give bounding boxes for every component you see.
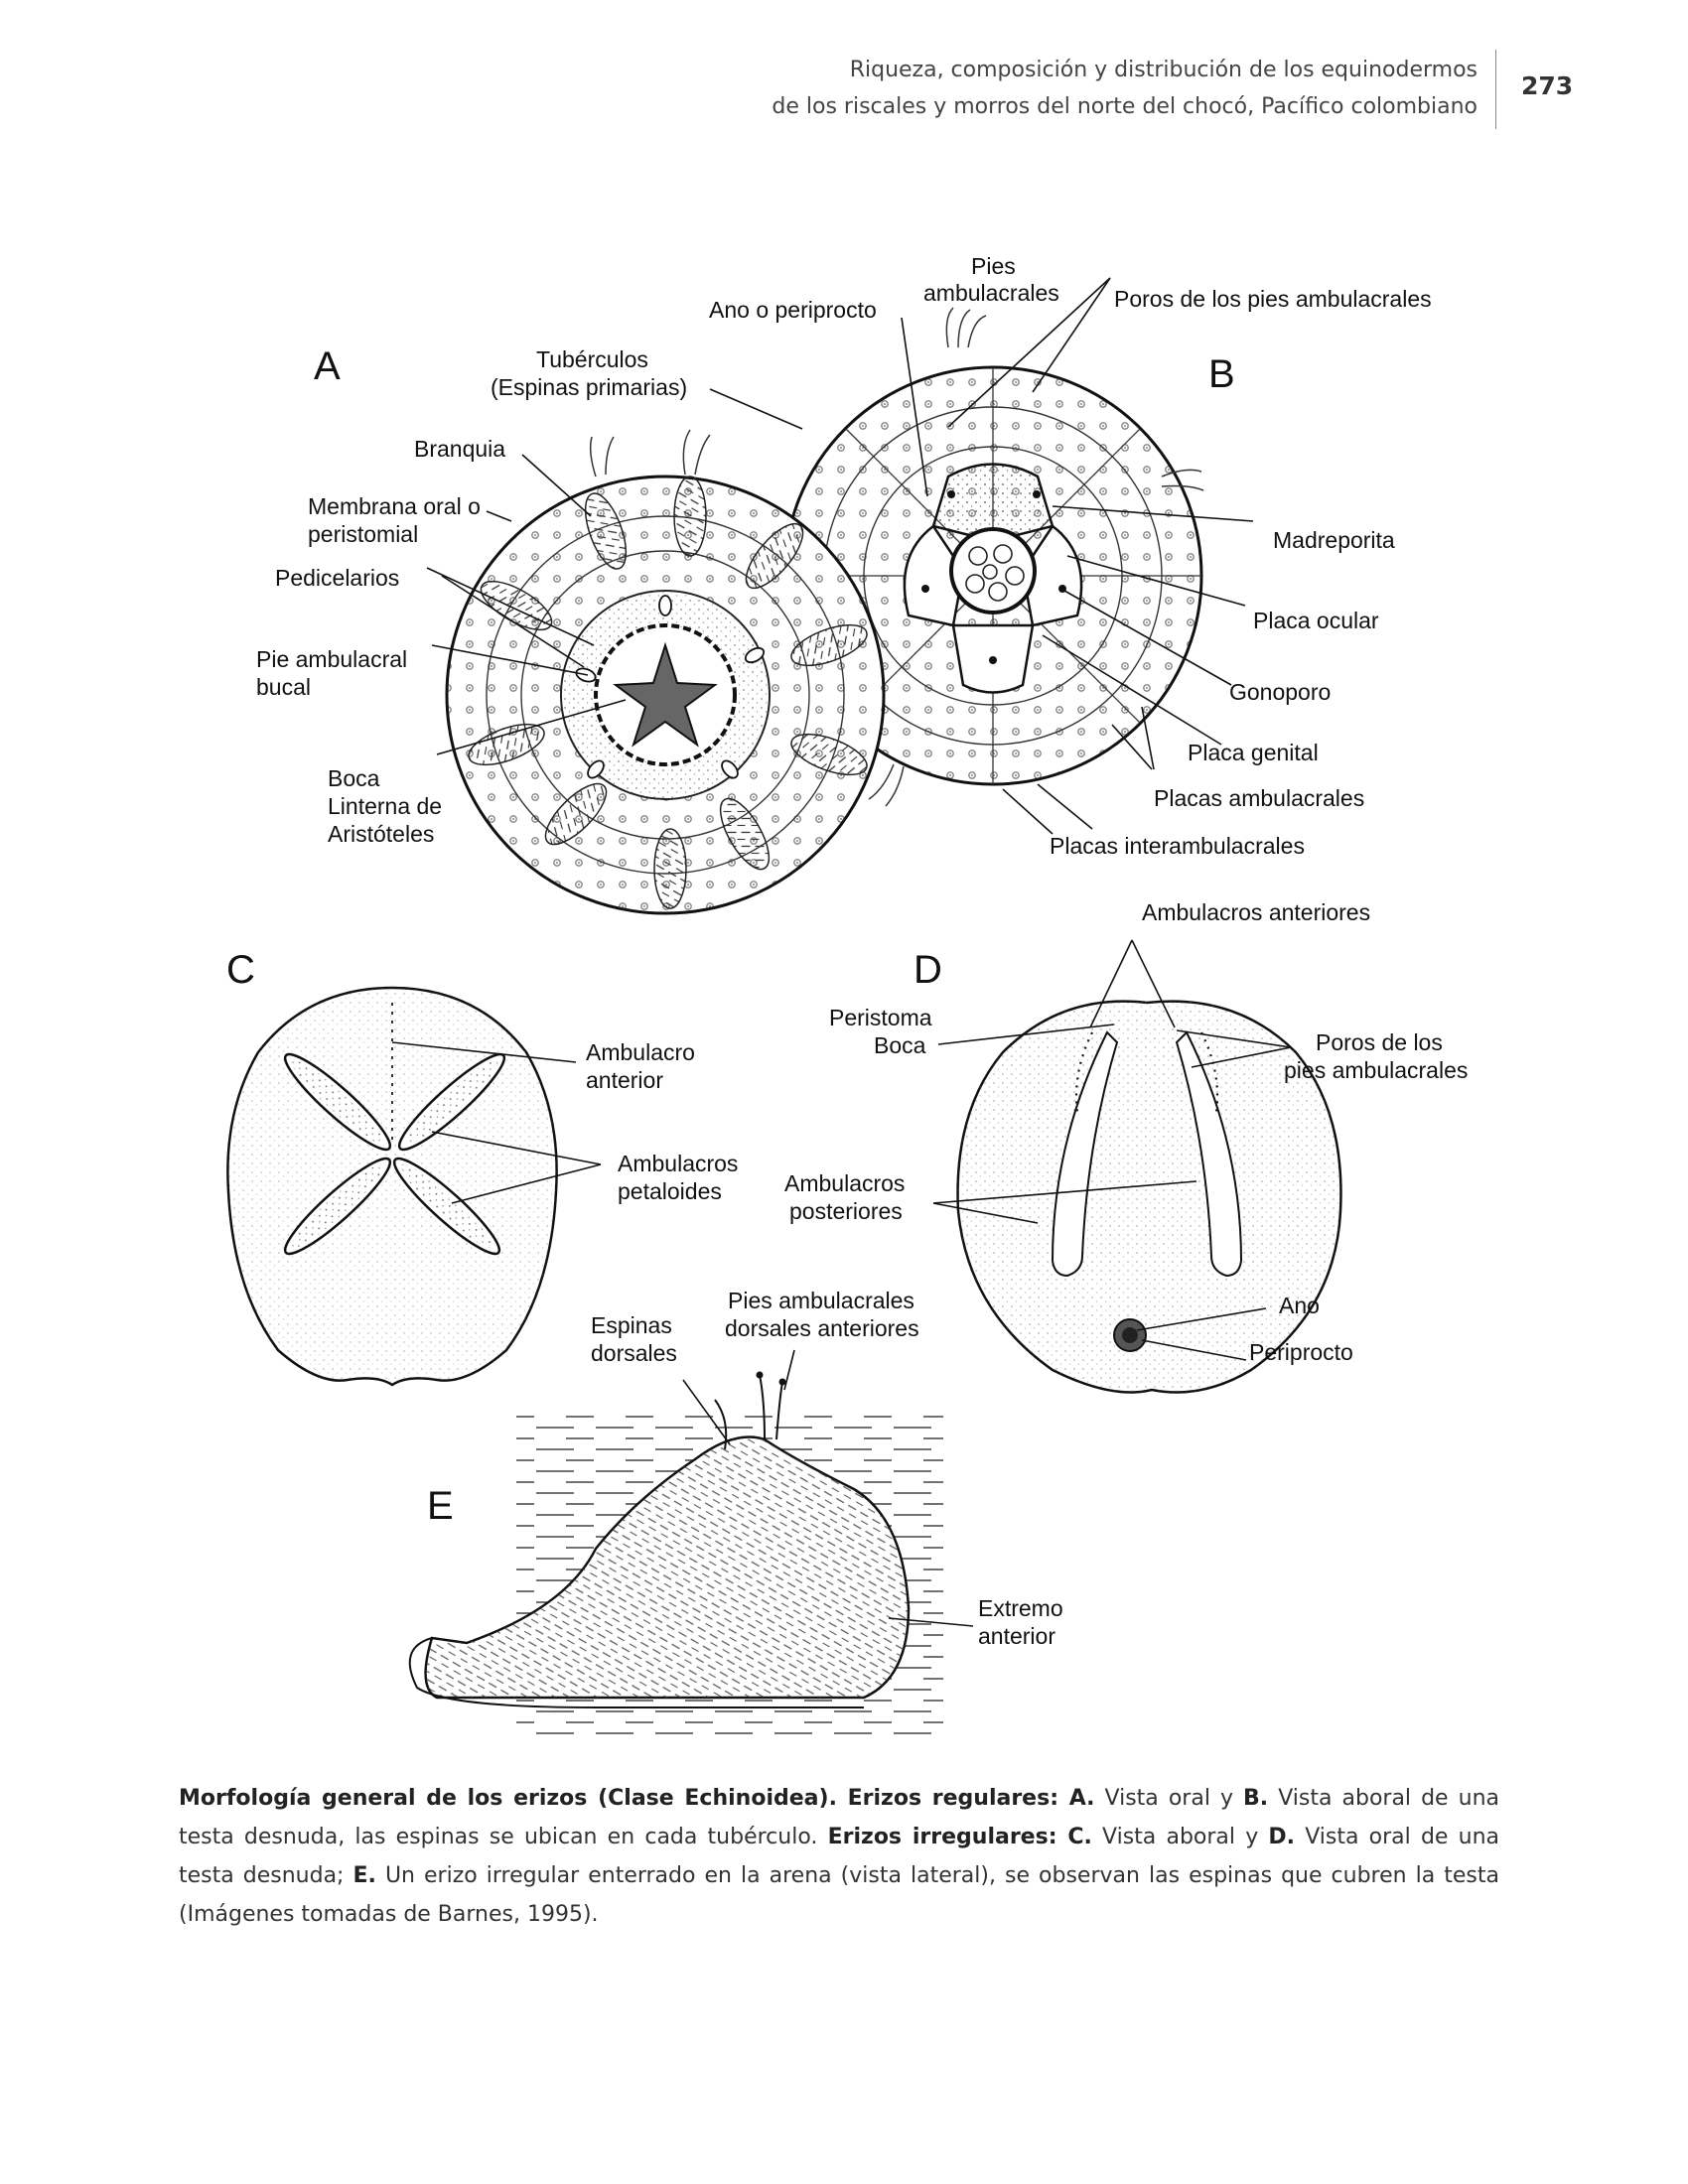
caption-bold-2: B.	[1243, 1786, 1269, 1811]
label-pie-ambulacral: Pie ambulacral	[256, 646, 407, 672]
label-gonoporo: Gonoporo	[1229, 679, 1331, 705]
caption-text-3: Vista aboral y	[1091, 1825, 1269, 1849]
label-pies: Pies	[971, 253, 1016, 279]
label-boca: Boca	[328, 765, 380, 791]
label-placas-ambulacrales: Placas ambulacrales	[1154, 785, 1364, 811]
label-pedicelarios: Pedicelarios	[275, 565, 399, 591]
label-ambulacros-posteriores-2: posteriores	[789, 1198, 903, 1224]
label-ambulacro-anterior-1: Ambulacro	[586, 1039, 695, 1065]
caption-bold-3: Erizos irregulares: C.	[827, 1825, 1092, 1849]
header-divider	[1495, 50, 1496, 129]
label-membrana-oral: Membrana oral o	[308, 493, 481, 519]
caption-text-4: Vista oral de una testa desnuda;	[179, 1825, 1500, 1888]
caption-text-2: Vista aboral de una testa desnuda, las e…	[179, 1786, 1499, 1849]
panel-a-drawing	[445, 429, 886, 915]
label-peristomial: peristomial	[308, 521, 418, 547]
label-poros-pies: Poros de los pies ambulacrales	[1114, 286, 1432, 312]
label-espinas: Espinas	[591, 1312, 672, 1338]
panel-e-drawing	[408, 1371, 943, 1737]
label-ambulacros-petaloides-1: Ambulacros	[618, 1151, 738, 1176]
panel-ab-leader-lines	[426, 277, 1254, 835]
label-placa-genital: Placa genital	[1188, 740, 1319, 765]
running-header: Riqueza, composición y distribución de l…	[584, 52, 1477, 125]
label-boca-d: Boca	[874, 1032, 926, 1058]
panel-c-letter: C	[226, 948, 255, 992]
panel-d-drawing	[956, 1000, 1342, 1394]
echinoid-morphology-figure: A B Tubérculos (Espinas primarias) Branq…	[226, 253, 1468, 1737]
label-ano-periprocto: Ano o periprocto	[709, 297, 877, 323]
panel-b-letter: B	[1208, 352, 1235, 396]
label-periprocto: Periprocto	[1249, 1339, 1353, 1365]
caption-text-5: Un erizo irregular enterrado en la arena…	[179, 1863, 1499, 1927]
panel-e-letter: E	[427, 1484, 454, 1528]
panel-c-drawing	[226, 986, 558, 1387]
panel-a-letter: A	[314, 344, 341, 388]
panel-e-leader-lines	[682, 1349, 974, 1627]
label-branquia: Branquia	[414, 436, 505, 462]
label-ambulacros-petaloides-2: petaloides	[618, 1178, 722, 1204]
label-espinas-primarias: (Espinas primarias)	[491, 374, 687, 400]
label-ambulacros-posteriores-1: Ambulacros	[784, 1170, 905, 1196]
label-linterna: Linterna de	[328, 793, 442, 819]
panel-d-letter: D	[914, 948, 942, 992]
label-aristoteles: Aristóteles	[328, 821, 434, 847]
label-extremo: Extremo	[978, 1595, 1063, 1621]
label-dorsales: dorsales	[591, 1340, 677, 1366]
header-line-1: Riqueza, composición y distribución de l…	[849, 58, 1477, 82]
caption-text-1: Vista oral y	[1094, 1786, 1244, 1811]
label-anterior-e: anterior	[978, 1623, 1055, 1649]
label-pies-ambulacrales-e: Pies ambulacrales	[728, 1288, 914, 1313]
panel-d-leader-lines	[932, 939, 1292, 1361]
header-line-2: de los riscales y morros del norte del c…	[772, 94, 1477, 119]
label-placa-ocular: Placa ocular	[1253, 608, 1379, 633]
label-tuberculos: Tubérculos	[536, 346, 648, 372]
panel-c-leader-lines	[391, 1041, 602, 1204]
label-ambulacrales: ambulacrales	[923, 280, 1059, 306]
figure-caption: Morfología general de los erizos (Clase …	[179, 1779, 1499, 1934]
label-placas-interambulacrales: Placas interambulacrales	[1050, 833, 1305, 859]
label-poros-de-los: Poros de los	[1316, 1029, 1443, 1055]
caption-bold-4: D.	[1268, 1825, 1296, 1849]
caption-bold-5: E.	[352, 1863, 376, 1888]
page-number: 273	[1521, 71, 1574, 100]
label-madreporita: Madreporita	[1273, 527, 1395, 553]
label-bucal: bucal	[256, 674, 311, 700]
label-peristoma: Peristoma	[829, 1005, 932, 1030]
label-pies-ambulacrales-d: pies ambulacrales	[1284, 1057, 1468, 1083]
label-ambulacro-anterior-2: anterior	[586, 1067, 663, 1093]
label-ano-d: Ano	[1279, 1293, 1320, 1318]
caption-bold-1: Morfología general de los erizos (Clase …	[179, 1786, 1095, 1811]
label-dorsales-anteriores: dorsales anteriores	[725, 1315, 919, 1341]
label-ambulacros-anteriores: Ambulacros anteriores	[1142, 899, 1370, 925]
